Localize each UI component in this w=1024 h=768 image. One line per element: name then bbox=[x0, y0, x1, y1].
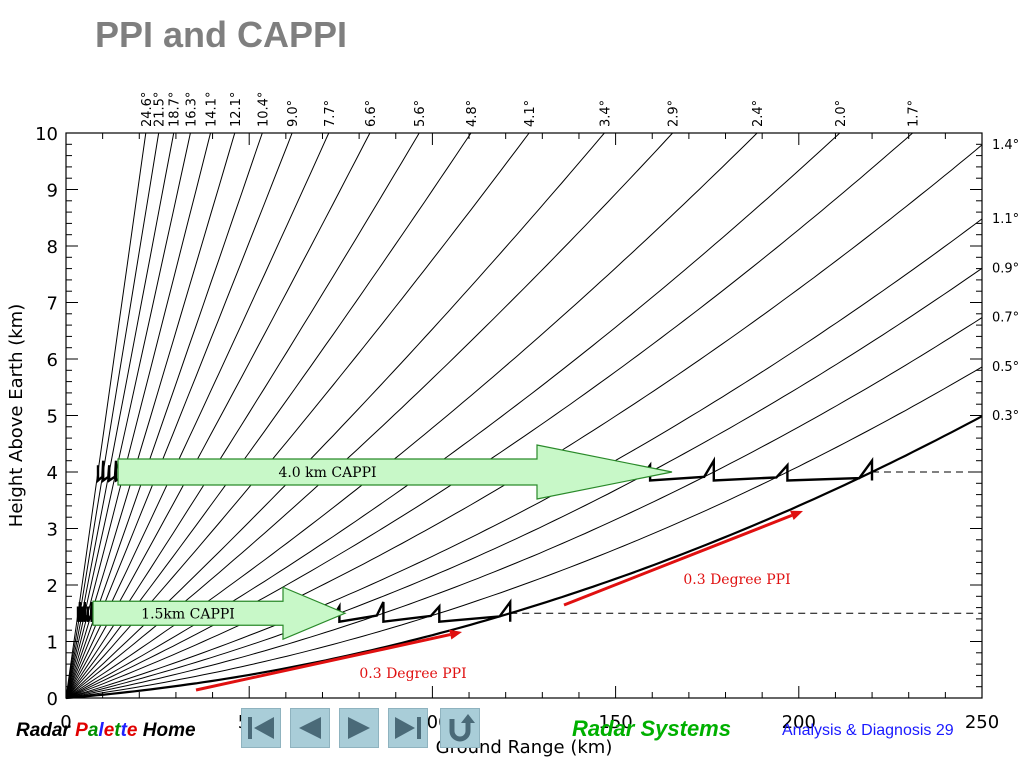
top-angle-label: 12.1° bbox=[229, 92, 244, 127]
top-angle-label: 16.3° bbox=[184, 92, 199, 127]
footer-brand[interactable]: Radar Palette Home bbox=[16, 720, 196, 742]
y-tick-label: 0 bbox=[47, 689, 58, 710]
brand-letter-e: e bbox=[103, 720, 115, 741]
top-angle-label: 24.6° bbox=[140, 92, 155, 127]
right-angle-label: 0.3° bbox=[992, 409, 1019, 424]
ppi-arrow-high-shaft bbox=[563, 513, 793, 607]
return-icon bbox=[449, 714, 475, 742]
y-tick-label: 5 bbox=[47, 407, 58, 428]
top-angle-label: 9.0° bbox=[286, 100, 301, 127]
beam-line-0.3 bbox=[65, 415, 983, 700]
ppi-label-high: 0.3 Degree PPI bbox=[683, 572, 790, 588]
x-tick-label: 150 bbox=[598, 712, 632, 733]
x-tick-label: 0 bbox=[60, 712, 71, 733]
annotation-arrows: 1.5km CAPPI 4.0 km CAPPI 0.3 Degree PPI 0.3… bbox=[92, 444, 803, 692]
beam-line-0.7 bbox=[65, 317, 983, 699]
cappi-arrow-low bbox=[92, 586, 347, 641]
top-angle-label: 2.9° bbox=[667, 100, 682, 127]
y-tick-label: 9 bbox=[47, 181, 58, 202]
next-page-button[interactable] bbox=[339, 708, 379, 748]
top-angle-label: 21.5° bbox=[153, 92, 168, 127]
y-tick-label: 2 bbox=[47, 576, 58, 597]
y-tick-label: 8 bbox=[47, 237, 58, 258]
ppi-arrow-low-shaft bbox=[195, 633, 451, 692]
ppi-label-low: 0.3 Degree PPI bbox=[359, 666, 466, 682]
x-tick-label: 200 bbox=[782, 712, 816, 733]
brand-letter-e2: e bbox=[126, 720, 138, 741]
footer-section-title: Radar Systems bbox=[572, 716, 731, 741]
beam-line-0.5 bbox=[65, 366, 983, 699]
previous-page-button[interactable] bbox=[290, 708, 330, 748]
top-angle-label: 10.4° bbox=[256, 92, 271, 127]
beam-line-18.7 bbox=[65, 132, 175, 699]
y-tick-label: 6 bbox=[47, 350, 58, 371]
y-tick-label: 7 bbox=[47, 294, 58, 315]
right-angle-label: 1.4° bbox=[992, 138, 1019, 153]
top-angle-label: 4.8° bbox=[465, 100, 480, 127]
chart-labels: 012345678910050100150200250Ground Range … bbox=[6, 92, 1019, 758]
right-angle-label: 0.5° bbox=[992, 360, 1019, 375]
y-tick-label: 10 bbox=[35, 124, 58, 145]
brand-letter-p: P bbox=[75, 720, 88, 741]
beam-line-21.5 bbox=[65, 132, 160, 699]
top-angle-label: 6.6° bbox=[364, 100, 379, 127]
brand-letter-t1: t bbox=[114, 720, 121, 741]
y-tick-label: 1 bbox=[47, 633, 58, 654]
brand-letter-t2: t bbox=[120, 720, 127, 741]
cappi-arrow-high-label: 4.0 km CAPPI bbox=[278, 465, 376, 481]
last-page-icon bbox=[395, 717, 421, 739]
top-angle-label: 4.1° bbox=[523, 100, 538, 127]
right-angle-label: 0.9° bbox=[992, 261, 1019, 276]
plot-frame bbox=[65, 132, 983, 699]
return-button[interactable] bbox=[440, 708, 480, 748]
x-tick-label: 250 bbox=[965, 712, 999, 733]
brand-letter-a: a bbox=[87, 720, 99, 741]
top-angle-label: 14.1° bbox=[205, 92, 220, 127]
y-tick-label: 4 bbox=[47, 463, 58, 484]
brand-home: Home bbox=[137, 720, 196, 741]
top-angle-label: 2.4° bbox=[751, 100, 766, 127]
y-tick-label: 3 bbox=[47, 520, 58, 541]
top-angle-label: 7.7° bbox=[323, 100, 338, 127]
previous-page-icon bbox=[299, 717, 321, 739]
last-page-button[interactable] bbox=[388, 708, 428, 748]
beam-line-16.3 bbox=[65, 132, 191, 699]
right-angle-label: 0.7° bbox=[992, 311, 1019, 326]
y-axis-label: Height Above Earth (km) bbox=[6, 304, 27, 527]
first-page-button[interactable] bbox=[241, 708, 281, 748]
next-page-icon bbox=[348, 717, 370, 739]
page-title: PPI and CAPPI bbox=[95, 14, 348, 55]
cappi-arrow-low-label: 1.5km CAPPI bbox=[141, 606, 235, 622]
beam-line-0.9 bbox=[65, 267, 983, 699]
beam-line-14.1 bbox=[65, 132, 211, 699]
top-angle-label: 18.7° bbox=[168, 92, 183, 127]
top-angle-label: 1.7° bbox=[907, 100, 922, 127]
top-angle-label: 5.6° bbox=[413, 100, 428, 127]
cappi-arrow-high bbox=[117, 444, 673, 500]
top-angle-label: 2.0° bbox=[834, 100, 849, 127]
brand-radar: Radar bbox=[16, 720, 76, 741]
top-angle-label: 3.4° bbox=[598, 100, 613, 127]
first-page-icon bbox=[248, 717, 274, 739]
beam-line-24.6 bbox=[65, 132, 147, 699]
footer-subtitle: Analysis & Diagnosis 29 bbox=[782, 722, 954, 739]
brand-letter-l: l bbox=[98, 720, 104, 741]
right-angle-label: 1.1° bbox=[992, 212, 1019, 227]
ppi-arrow-high-head bbox=[790, 510, 803, 521]
beam-line-1.1 bbox=[65, 218, 983, 699]
ppi-arrow-low-head bbox=[449, 629, 462, 640]
